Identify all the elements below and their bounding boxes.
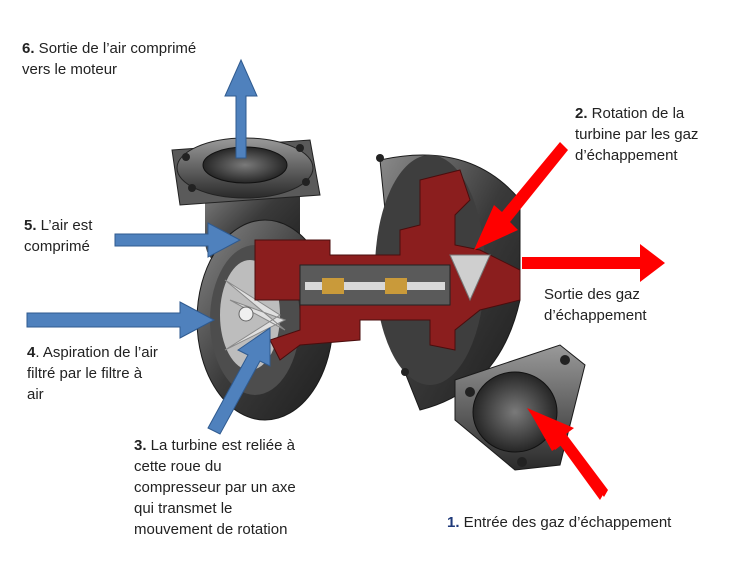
label-3-number: 3. bbox=[134, 437, 147, 454]
label-4-air-intake: 4. Aspiration de l’air filtré par le fil… bbox=[27, 342, 158, 405]
label-3-line1: La turbine est reliée à bbox=[146, 437, 295, 454]
label-2-line2: turbine par les gaz bbox=[575, 126, 699, 143]
label-2-line3: d’échappement bbox=[575, 147, 678, 164]
label-6-number: 6. bbox=[22, 40, 35, 57]
label-1-line1: Entrée des gaz d’échappement bbox=[459, 514, 672, 531]
arrow-3-shaft bbox=[207, 327, 271, 435]
label-6-air-outlet: 6. Sortie de l’air comprimé vers le mote… bbox=[22, 38, 196, 80]
arrow-2-turbine-rotation bbox=[474, 142, 568, 250]
label-3-line3: compresseur par un axe bbox=[134, 479, 296, 496]
label-3-line2: cette roue du bbox=[134, 458, 222, 475]
label-5-line1: L’air est bbox=[36, 217, 93, 234]
label-4-line1: . Aspiration de l’air bbox=[35, 344, 158, 361]
arrow-6-air-out bbox=[224, 58, 258, 159]
label-4-line3: air bbox=[27, 386, 44, 403]
label-5-number: 5. bbox=[24, 217, 37, 234]
label-exhaust-out: Sortie des gaz d’échappement bbox=[544, 284, 647, 326]
label-exhaust-out-line1: Sortie des gaz bbox=[544, 286, 640, 303]
arrow-1-exhaust-in bbox=[527, 408, 608, 500]
arrow-5-air-compressed bbox=[114, 222, 242, 258]
label-6-line2: vers le moteur bbox=[22, 61, 118, 78]
label-2-line1: Rotation de la bbox=[587, 105, 685, 122]
cutaway-section bbox=[254, 169, 521, 361]
label-3-line4: qui transmet le bbox=[134, 500, 233, 517]
arrow-exhaust-out bbox=[522, 244, 665, 282]
label-5-air-compressed: 5. L’air est comprimé bbox=[24, 215, 92, 257]
label-3-shaft: 3. La turbine est reliée à cette roue du… bbox=[134, 435, 296, 540]
label-1-exhaust-in: 1. Entrée des gaz d’échappement bbox=[447, 512, 671, 533]
label-4-number: 4 bbox=[27, 344, 36, 361]
label-2-turbine-rotation: 2. Rotation de la turbine par les gaz d’… bbox=[575, 103, 698, 166]
label-exhaust-out-line2: d’échappement bbox=[544, 307, 647, 324]
label-1-number: 1. bbox=[447, 514, 460, 531]
label-5-line2: comprimé bbox=[24, 238, 90, 255]
label-2-number: 2. bbox=[575, 105, 588, 122]
arrow-4-air-intake bbox=[26, 301, 216, 339]
label-6-line1: Sortie de l’air comprimé bbox=[34, 40, 197, 57]
label-3-line5: mouvement de rotation bbox=[134, 521, 288, 538]
label-4-line2: filtré par le filtre à bbox=[27, 365, 143, 382]
